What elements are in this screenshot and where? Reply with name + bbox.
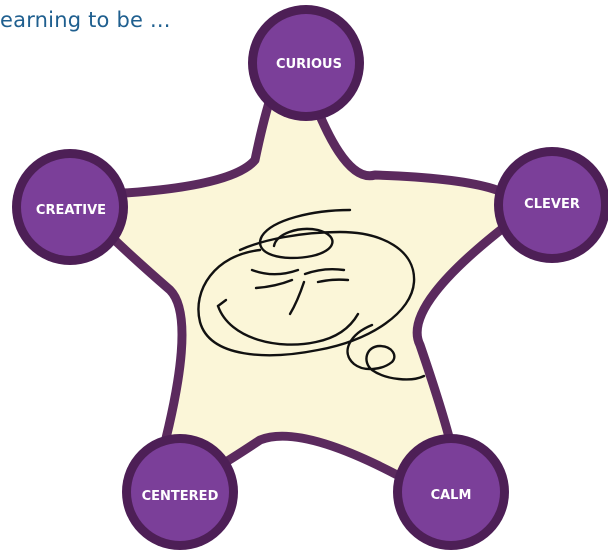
node-calm-label: CALM: [431, 488, 472, 503]
node-centered: CENTERED: [122, 434, 238, 550]
node-curious: CURIOUS: [248, 5, 364, 121]
node-clever-label: CLEVER: [524, 197, 580, 212]
node-calm: CALM: [393, 434, 509, 550]
node-centered-label: CENTERED: [142, 489, 219, 504]
scribble-smiley-face-icon: [197, 208, 426, 381]
node-creative-label: CREATIVE: [36, 203, 106, 218]
node-clever: CLEVER: [494, 147, 608, 263]
node-curious-label: CURIOUS: [276, 57, 342, 72]
node-creative: CREATIVE: [12, 149, 128, 265]
page-title: earning to be ...: [0, 8, 171, 32]
